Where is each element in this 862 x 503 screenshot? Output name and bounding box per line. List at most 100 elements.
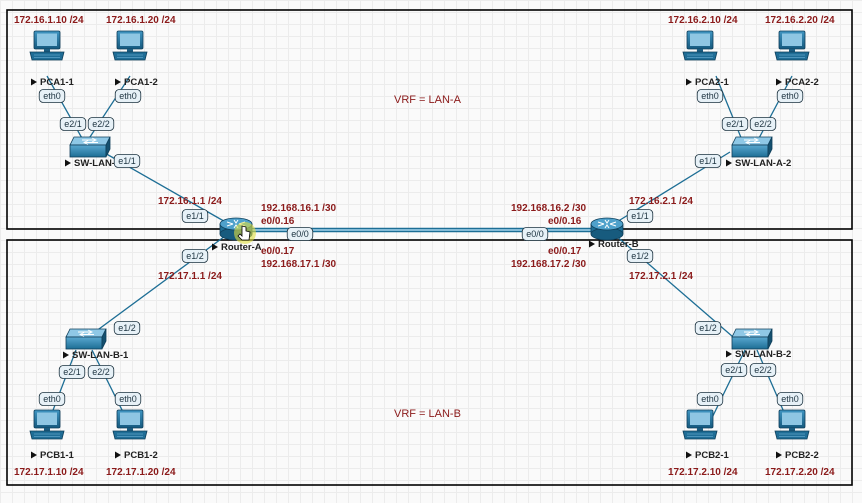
device-label-sw-lan-b-2: SW-LAN-B-2 xyxy=(735,349,791,360)
ip-label-ra-sub16: e0/0.16 xyxy=(261,216,295,227)
ip-label-ra-e11: 172.16.1.1 /24 xyxy=(158,196,222,207)
port-label: e2/2 xyxy=(87,365,115,379)
pc-icon[interactable] xyxy=(682,30,718,61)
svg-text:e2/1: e2/1 xyxy=(726,119,744,129)
pc-icon[interactable] xyxy=(682,409,718,440)
ip-label-rb-e12: 172.17.2.1 /24 xyxy=(629,271,693,282)
port-label: e2/2 xyxy=(87,117,115,131)
svg-text:eth0: eth0 xyxy=(43,91,61,101)
ip-label-pcb1-2: 172.17.1.20 /24 xyxy=(106,467,176,478)
play-arrow-icon xyxy=(776,451,782,459)
device-label-router-b: Router-B xyxy=(598,239,639,250)
svg-text:eth0: eth0 xyxy=(119,394,137,404)
device-label-pcb2-1: PCB2-1 xyxy=(695,450,730,461)
port-label: e1/1 xyxy=(626,209,654,223)
port-label: e2/1 xyxy=(58,365,86,379)
switch-icon[interactable] xyxy=(69,136,111,158)
device-label-pca2-2: PCA2-2 xyxy=(785,77,819,88)
play-arrow-icon xyxy=(115,451,121,459)
svg-text:e2/1: e2/1 xyxy=(63,367,81,377)
device-label-sw-lan-a: SW-LAN-A xyxy=(74,158,122,169)
vrf-label-lan-a: VRF = LAN-A xyxy=(394,94,462,106)
port-label: e1/2 xyxy=(113,321,141,335)
port-label: eth0 xyxy=(696,392,724,406)
router-icon[interactable] xyxy=(590,217,624,241)
play-arrow-icon xyxy=(212,243,218,251)
device-label-pca2-1: PCA2-1 xyxy=(695,77,730,88)
ip-label-ra-sub16-ip: 192.168.16.1 /30 xyxy=(261,203,337,214)
pc-icon[interactable] xyxy=(774,409,810,440)
ip-label-pcb1-1: 172.17.1.10 /24 xyxy=(14,467,84,478)
vrf-lan-b-region xyxy=(6,239,853,486)
svg-text:e1/2: e1/2 xyxy=(118,323,136,333)
play-arrow-icon xyxy=(686,451,692,459)
ip-label-rb-e11: 172.16.2.1 /24 xyxy=(629,196,693,207)
pc-icon[interactable] xyxy=(29,30,65,61)
svg-text:e0/0: e0/0 xyxy=(526,229,544,239)
port-label: e0/0 xyxy=(286,227,314,241)
switch-icon[interactable] xyxy=(731,136,773,158)
port-label: e2/1 xyxy=(721,117,749,131)
svg-text:e1/1: e1/1 xyxy=(699,156,717,166)
switch-icon[interactable] xyxy=(731,328,773,350)
port-label: e2/1 xyxy=(720,363,748,377)
ip-label-rb-sub17-ip: 192.168.17.2 /30 xyxy=(511,259,587,270)
svg-text:eth0: eth0 xyxy=(701,91,719,101)
ip-label-pca2-1: 172.16.2.10 /24 xyxy=(668,15,738,26)
svg-text:e1/2: e1/2 xyxy=(699,323,717,333)
device-label-pcb1-1: PCB1-1 xyxy=(40,450,75,461)
ip-label-ra-sub17: e0/0.17 xyxy=(261,246,295,257)
pc-icon[interactable] xyxy=(29,409,65,440)
device-label-pcb1-2: PCB1-2 xyxy=(124,450,158,461)
vrf-label-lan-b: VRF = LAN-B xyxy=(394,408,461,420)
play-arrow-icon xyxy=(589,240,595,248)
port-label: e0/0 xyxy=(521,227,549,241)
ip-label-rb-sub16-ip: 192.168.16.2 /30 xyxy=(511,203,587,214)
device-label-pca1-2: PCA1-2 xyxy=(124,77,158,88)
ip-label-pca2-2: 172.16.2.20 /24 xyxy=(765,15,835,26)
play-arrow-icon xyxy=(65,159,71,167)
port-label: e1/1 xyxy=(113,154,141,168)
ip-label-pcb2-1: 172.17.2.10 /24 xyxy=(668,467,738,478)
play-arrow-icon xyxy=(31,451,37,459)
ip-label-rb-sub16: e0/0.16 xyxy=(548,216,582,227)
ip-label-pcb2-2: 172.17.2.20 /24 xyxy=(765,467,835,478)
ip-label-ra-sub17-ip: 192.168.17.1 /30 xyxy=(261,259,337,270)
port-label: e1/2 xyxy=(694,321,722,335)
switch-icon[interactable] xyxy=(65,328,107,350)
svg-text:e2/2: e2/2 xyxy=(92,119,110,129)
svg-text:e2/2: e2/2 xyxy=(92,367,110,377)
device-label-sw-lan-b-1: SW-LAN-B-1 xyxy=(72,350,129,361)
play-arrow-icon xyxy=(31,78,37,86)
pc-icon[interactable] xyxy=(112,409,148,440)
ip-label-pca1-1: 172.16.1.10 /24 xyxy=(14,15,84,26)
port-label: e2/2 xyxy=(749,363,777,377)
svg-text:eth0: eth0 xyxy=(781,394,799,404)
svg-text:e2/1: e2/1 xyxy=(64,119,82,129)
svg-text:eth0: eth0 xyxy=(781,91,799,101)
device-label-router-a: Router-A xyxy=(221,242,262,253)
svg-text:eth0: eth0 xyxy=(701,394,719,404)
port-label: eth0 xyxy=(696,89,724,103)
play-arrow-icon xyxy=(115,78,121,86)
pc-icon[interactable] xyxy=(774,30,810,61)
device-label-pcb2-2: PCB2-2 xyxy=(785,450,819,461)
svg-text:e0/0: e0/0 xyxy=(291,229,309,239)
svg-text:e2/2: e2/2 xyxy=(754,365,772,375)
play-arrow-icon xyxy=(686,78,692,86)
port-label: e1/1 xyxy=(181,209,209,223)
svg-text:e1/2: e1/2 xyxy=(631,251,649,261)
svg-text:eth0: eth0 xyxy=(43,394,61,404)
port-label: e2/1 xyxy=(59,117,87,131)
pc-icon[interactable] xyxy=(112,30,148,61)
ip-label-pca1-2: 172.16.1.20 /24 xyxy=(106,15,176,26)
port-label: eth0 xyxy=(776,392,804,406)
play-arrow-icon xyxy=(726,159,732,167)
port-label: e1/1 xyxy=(694,154,722,168)
svg-text:e1/1: e1/1 xyxy=(631,211,649,221)
svg-text:eth0: eth0 xyxy=(119,91,137,101)
play-arrow-icon xyxy=(776,78,782,86)
device-label-sw-lan-a-2: SW-LAN-A-2 xyxy=(735,158,791,169)
port-label: e1/2 xyxy=(181,249,209,263)
